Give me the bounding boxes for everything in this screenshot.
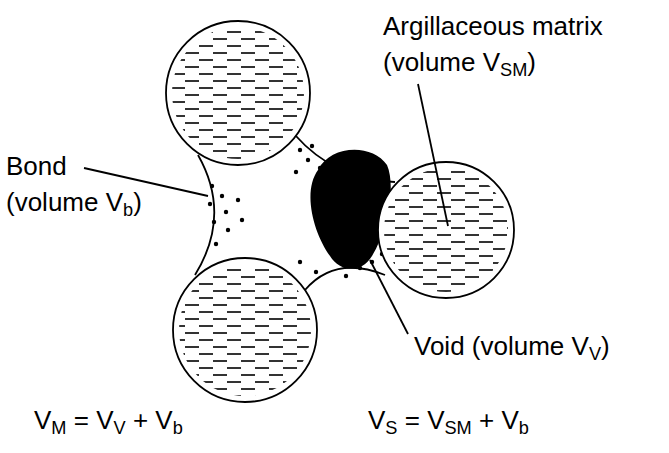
grain-hatch bbox=[172, 27, 304, 159]
grain-circle bbox=[378, 162, 514, 298]
envelope-outline bbox=[195, 155, 214, 275]
grain-hatch bbox=[179, 264, 311, 396]
equation: VS = VSM + Vb bbox=[368, 402, 529, 438]
envelope-outline bbox=[305, 268, 385, 290]
leader-line bbox=[370, 260, 408, 334]
equation: VM = VV + Vb bbox=[34, 402, 183, 438]
leader-line bbox=[84, 168, 208, 196]
matrix-label: Argillaceous matrix (volume VSM) bbox=[383, 8, 655, 80]
grain-circle bbox=[166, 21, 310, 165]
void-blob bbox=[310, 150, 390, 269]
bond-label: Bond (volume Vb) bbox=[6, 148, 156, 220]
grain-circle bbox=[173, 258, 317, 402]
grain-hatch bbox=[384, 168, 508, 292]
leader-line bbox=[418, 84, 448, 226]
void-label: Void (volume VV) bbox=[414, 328, 610, 364]
